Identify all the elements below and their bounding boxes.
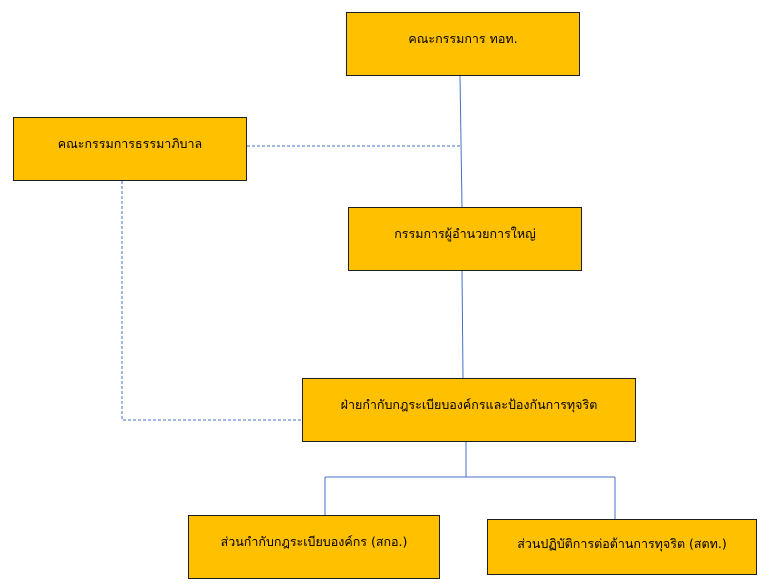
anti-corruption-section-node: ส่วนปฏิบัติการต่อต้านการทุจริต (สตท.) [487,519,757,575]
anti-corruption-section-label: ส่วนปฏิบัติการต่อต้านการทุจริต (สตท.) [517,536,727,551]
compliance-department-label: ฝ่ายกำกับกฎระเบียบองค์กรและป้องกันการทุจ… [340,397,598,412]
compliance-department-node: ฝ่ายกำกับกฎระเบียบองค์กรและป้องกันการทุจ… [302,378,636,442]
connector-board-to-president [459,75,463,208]
connector-president-to-department [461,270,464,379]
president-label: กรรมการผู้อำนวยการใหญ่ [394,226,536,241]
connector-governance-to-department-dashed [121,181,302,421]
board-label: คณะกรรมการ ทอท. [408,31,518,46]
governance-committee-label: คณะกรรมการธรรมาภิบาล [57,136,203,151]
president-node: กรรมการผู้อำนวยการใหญ่ [348,207,582,271]
board-node: คณะกรรมการ ทอท. [346,12,580,76]
compliance-section-label: ส่วนกำกับกฎระเบียบองค์กร (สกอ.) [220,534,408,549]
governance-committee-node: คณะกรรมการธรรมาภิบาล [13,117,247,181]
compliance-section-node: ส่วนกำกับกฎระเบียบองค์กร (สกอ.) [188,515,440,579]
